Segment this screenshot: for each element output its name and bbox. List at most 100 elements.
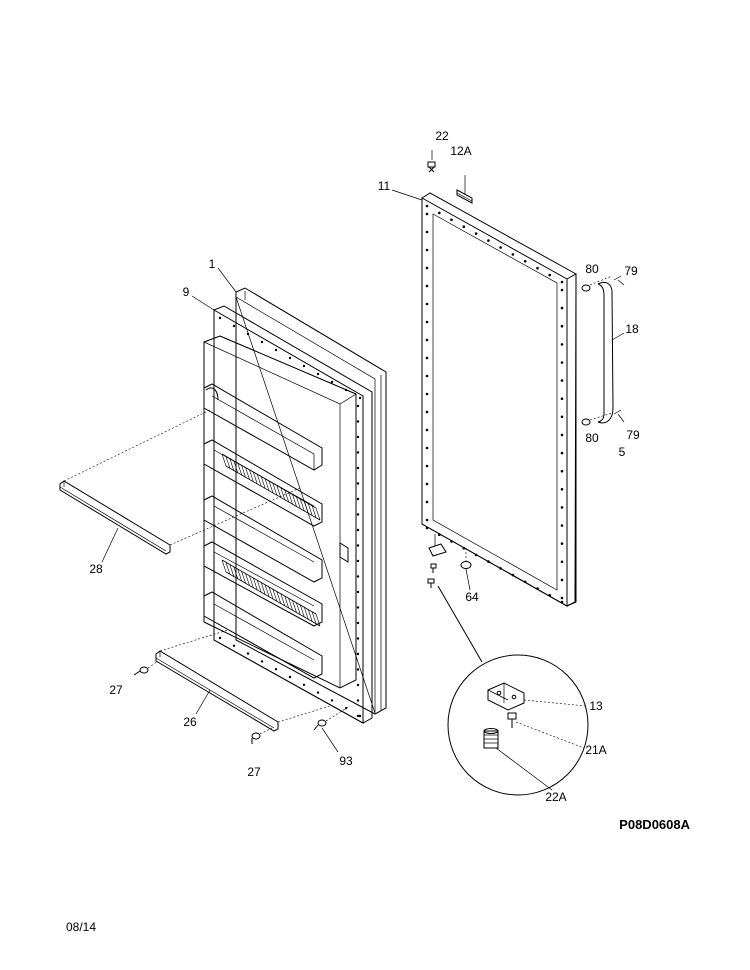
rack-wire xyxy=(304,607,309,620)
screw-hole xyxy=(356,699,360,702)
rack-wire xyxy=(253,471,258,485)
screw-hole xyxy=(425,482,429,486)
screw-hole xyxy=(499,246,502,249)
screw-hole xyxy=(560,600,564,604)
rack-wire xyxy=(296,496,301,509)
screw-hole xyxy=(487,560,490,563)
rack-wire xyxy=(284,595,289,609)
screw-hole xyxy=(560,306,564,310)
screw-hole xyxy=(356,559,360,563)
rack-wire xyxy=(257,580,262,593)
screw-hole xyxy=(474,553,478,557)
screw-hole xyxy=(356,497,360,501)
screw-hole xyxy=(425,284,429,288)
callout-28: 28 xyxy=(89,562,103,576)
screw-hole xyxy=(474,232,478,235)
screw-hole xyxy=(246,332,250,336)
wire-rack-lower xyxy=(221,559,321,627)
rack-wire xyxy=(241,571,246,584)
screw-hole xyxy=(356,513,360,516)
door-shelf-2 xyxy=(203,439,323,527)
rack-wire xyxy=(280,593,286,606)
screw-hole xyxy=(560,469,564,473)
screw-hole xyxy=(438,211,441,215)
screw-hole xyxy=(232,324,236,328)
label-plate xyxy=(456,175,473,204)
panel-screw-holes xyxy=(425,204,564,604)
rack-wire xyxy=(268,480,274,494)
screw-hole xyxy=(302,683,306,686)
screw-hole xyxy=(560,578,564,582)
rack-wire xyxy=(292,494,297,507)
screw-hole xyxy=(560,542,564,545)
callout-11: 11 xyxy=(378,179,391,193)
callout-22: 22 xyxy=(435,129,449,143)
screw-hole xyxy=(425,320,429,324)
screw-hole xyxy=(274,348,278,352)
screw-hole xyxy=(356,668,360,671)
screw-hole xyxy=(330,380,334,384)
screw-hole xyxy=(511,573,515,577)
screw-hole xyxy=(487,239,490,242)
rack-wire xyxy=(237,462,242,476)
rack-wire xyxy=(237,568,242,582)
screw-hole xyxy=(356,590,360,594)
screw-hole xyxy=(232,644,236,647)
callout-80-bottom: 80 xyxy=(585,431,599,445)
inner-door-liner xyxy=(203,305,373,724)
rack-wire xyxy=(288,598,293,611)
screw-hole xyxy=(288,675,292,679)
screw-hole xyxy=(288,356,292,360)
screw-hole xyxy=(462,546,466,550)
screw-hole xyxy=(246,652,250,655)
screw-hole xyxy=(560,506,564,509)
screw-hole xyxy=(536,587,539,590)
screw-hole xyxy=(425,500,429,504)
screw-hole xyxy=(356,575,360,578)
shelf-bar-26 xyxy=(155,629,331,732)
rack-rail xyxy=(225,571,321,627)
screw-hole xyxy=(356,466,360,470)
rack-wire xyxy=(253,577,258,591)
rack-wire xyxy=(311,505,317,518)
screw-hole xyxy=(356,482,360,485)
callout-27-bottom: 27 xyxy=(247,765,261,779)
screw-hole xyxy=(560,560,564,564)
screw-hole xyxy=(425,392,429,396)
wire-rack-upper xyxy=(221,453,321,521)
rack-rail xyxy=(225,465,321,521)
rack-wire xyxy=(315,507,321,521)
screw-hole xyxy=(218,636,222,640)
rack-wire xyxy=(233,566,239,579)
callout-9: 9 xyxy=(183,285,190,299)
screw-hole xyxy=(560,280,564,284)
screw-hole xyxy=(548,273,551,277)
screw-hole xyxy=(425,266,429,270)
screw-hole xyxy=(344,707,348,710)
callout-22a: 22A xyxy=(545,790,566,804)
top-screw xyxy=(427,150,436,173)
screw-hole xyxy=(450,218,453,222)
date-code: 08/14 xyxy=(66,920,96,934)
screw-hole xyxy=(425,212,429,216)
screw-hole xyxy=(356,528,360,532)
screw-hole xyxy=(560,343,564,346)
rack-wire xyxy=(245,467,250,480)
screw-hole xyxy=(356,451,360,454)
screw-hole xyxy=(260,660,264,663)
screw-hole xyxy=(425,464,429,468)
rack-wire xyxy=(288,492,293,505)
screw-hole xyxy=(425,302,429,306)
rack-rail xyxy=(221,559,317,615)
rack-wire xyxy=(272,483,278,496)
screw-hole xyxy=(425,518,429,522)
rack-wire xyxy=(229,458,235,471)
screw-hole xyxy=(560,524,564,527)
leader-9 xyxy=(191,295,215,311)
callout-21a: 21A xyxy=(585,743,606,757)
screw-hole xyxy=(356,404,360,408)
rack-wire xyxy=(315,613,321,627)
screw-hole xyxy=(356,652,360,656)
rack-wire xyxy=(260,582,266,595)
